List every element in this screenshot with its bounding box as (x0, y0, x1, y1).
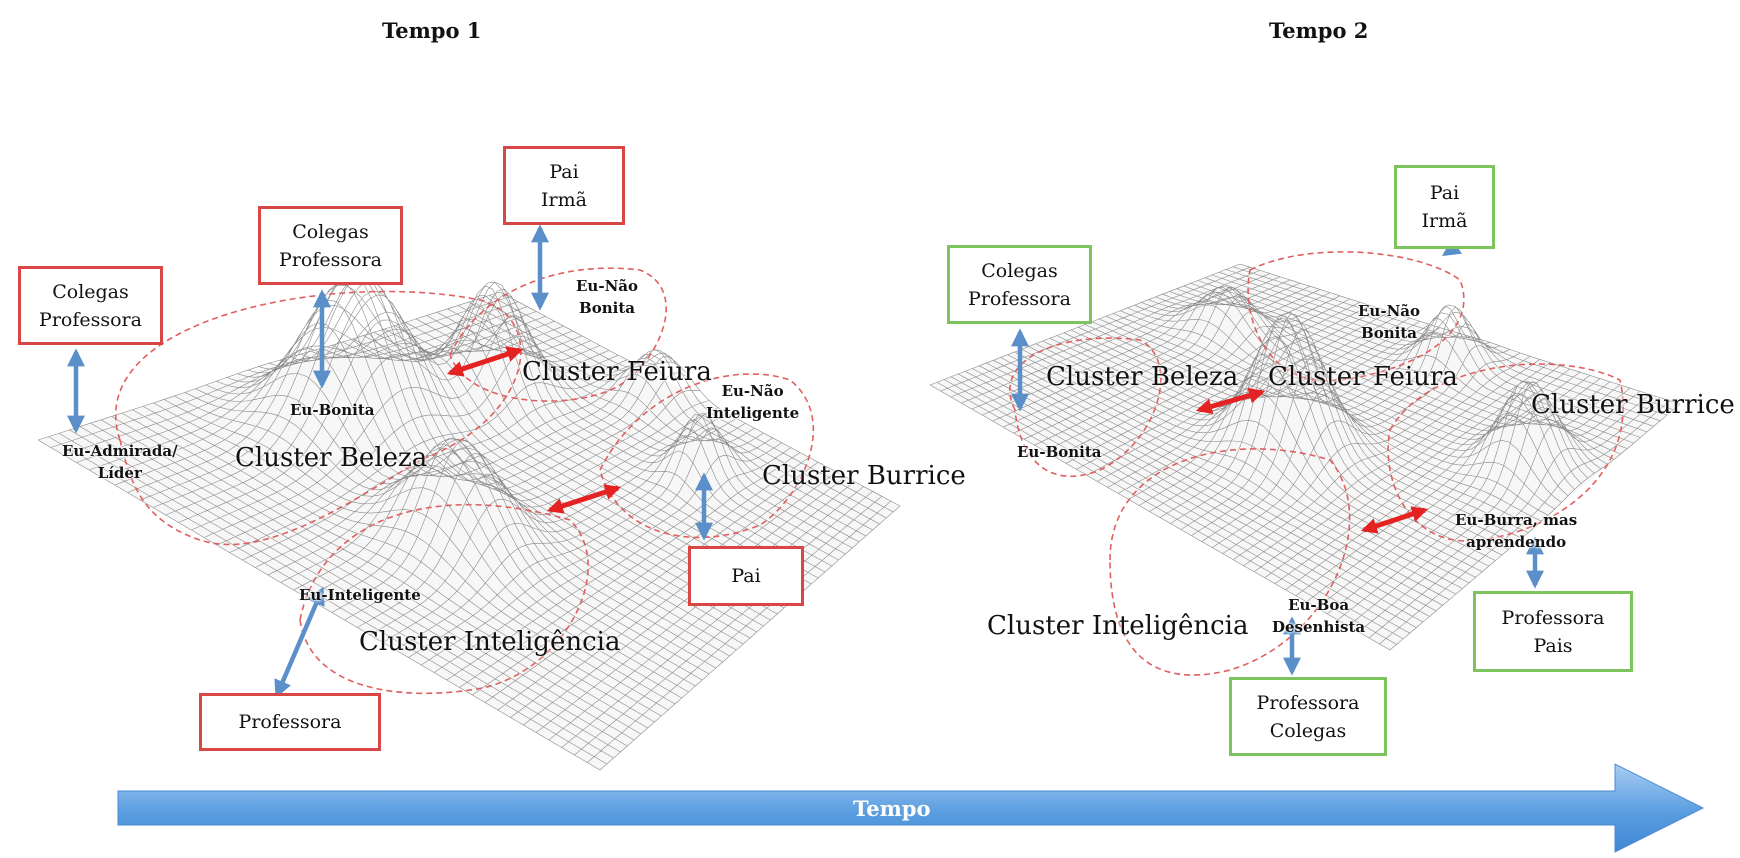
box-pai-irma-right: Pai Irmã (1394, 165, 1495, 249)
cluster-beleza-left: Cluster Beleza (235, 443, 428, 473)
box-professora-colegas: Professora Colegas (1229, 677, 1387, 756)
self-eu-boa-desenhista: Eu-Boa Desenhista (1272, 596, 1366, 636)
cluster-outline (115, 290, 522, 546)
box-pai-irma: Pai Irmã (503, 146, 625, 225)
box-colegas-professora-mid: Colegas Professora (258, 206, 403, 285)
title-tempo-2: Tempo 2 (1269, 18, 1369, 43)
box-colegas-professora-left: Colegas Professora (18, 266, 163, 345)
self-eu-inteligente: Eu-Inteligente (299, 586, 421, 604)
cluster-burrice-right: Cluster Burrice (1531, 390, 1735, 420)
box-colegas-professora-right: Colegas Professora (947, 245, 1092, 324)
cluster-outline (599, 373, 815, 539)
self-eu-nao-inteligente: Eu-Não Inteligente (706, 382, 800, 422)
box-pai: Pai (688, 546, 804, 606)
title-tempo-1: Tempo 1 (382, 18, 482, 43)
cluster-outline (449, 267, 667, 402)
cluster-outline (1109, 448, 1351, 676)
self-eu-burra-mas-aprendendo: Eu-Burra, mas aprendendo (1455, 511, 1578, 551)
cluster-outline (299, 503, 589, 695)
cluster-beleza-right: Cluster Beleza (1046, 362, 1239, 392)
cluster-feiura-right: Cluster Feiura (1268, 362, 1458, 392)
tension-arrow (1360, 506, 1429, 534)
self-eu-nao-bonita: Eu-Não Bonita (576, 277, 638, 317)
self-eu-admirada-lider: Eu-Admirada/ Líder (62, 442, 178, 482)
tension-arrow (1195, 387, 1266, 415)
tension-arrow (546, 484, 622, 514)
tension-arrow (446, 346, 524, 377)
cluster-inteligencia-left: Cluster Inteligência (359, 627, 621, 657)
self-eu-nao-bonita-right: Eu-Não Bonita (1358, 302, 1420, 342)
cluster-outline (1009, 337, 1162, 478)
timeline-label: Tempo (853, 796, 931, 821)
self-eu-bonita: Eu-Bonita (290, 401, 375, 419)
timeline-arrow (117, 763, 1705, 853)
cluster-inteligencia-right: Cluster Inteligência (987, 611, 1249, 641)
cluster-burrice-left: Cluster Burrice (762, 461, 966, 491)
self-eu-bonita-right: Eu-Bonita (1017, 443, 1102, 461)
landscape-left (37, 272, 901, 771)
overlay-arrows (67, 223, 1624, 699)
box-professora: Professora (199, 693, 381, 751)
box-professora-pais: Professora Pais (1473, 591, 1633, 672)
relation-arrow (274, 586, 325, 699)
cluster-outline (1247, 251, 1465, 382)
landscape-right (929, 263, 1681, 651)
cluster-feiura-left: Cluster Feiura (522, 357, 712, 387)
